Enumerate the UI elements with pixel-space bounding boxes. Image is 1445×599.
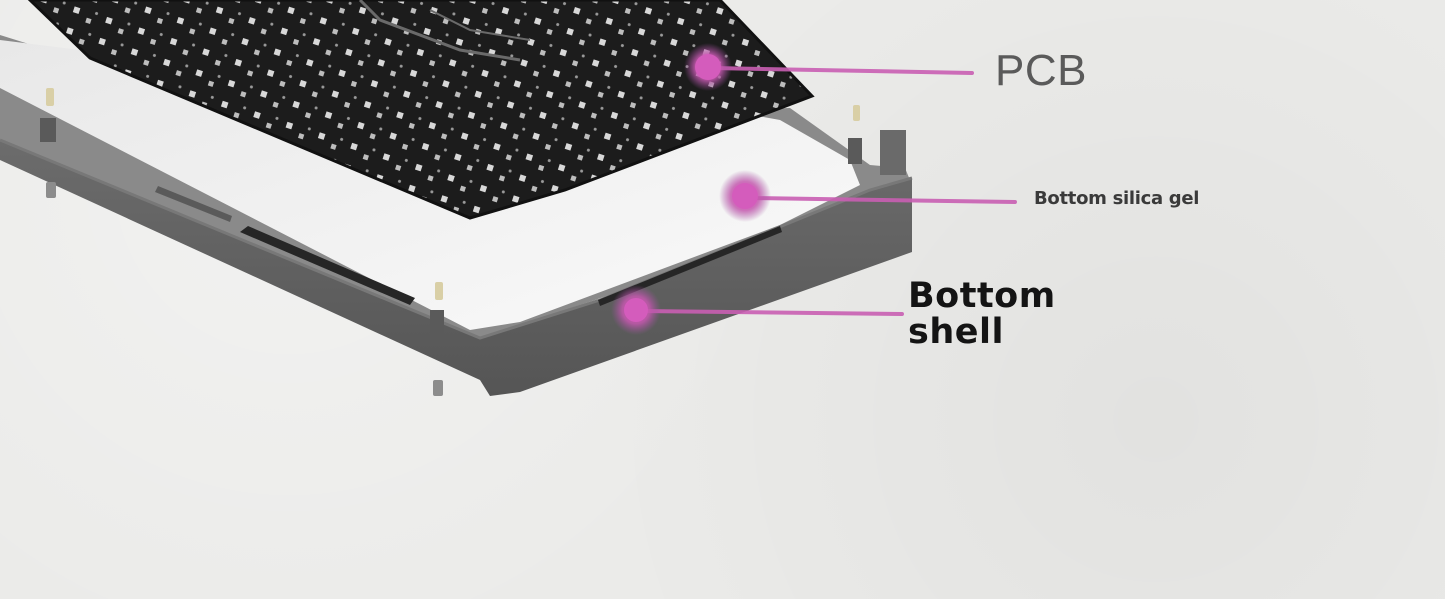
- callout-bottom-shell: [611, 285, 904, 335]
- label-bottom-shell-line1: Bottom: [908, 276, 1056, 316]
- label-bottom-shell-line2: shell: [908, 312, 1004, 352]
- pcb-board: [27, 0, 815, 220]
- callout-silica-gel: [719, 170, 1017, 222]
- callout-pcb: [684, 43, 974, 91]
- label-bottom-shell: Bottom shell: [908, 278, 1056, 350]
- label-pcb: PCB: [995, 46, 1087, 95]
- label-bottom-silica-gel: Bottom silica gel: [1034, 188, 1200, 209]
